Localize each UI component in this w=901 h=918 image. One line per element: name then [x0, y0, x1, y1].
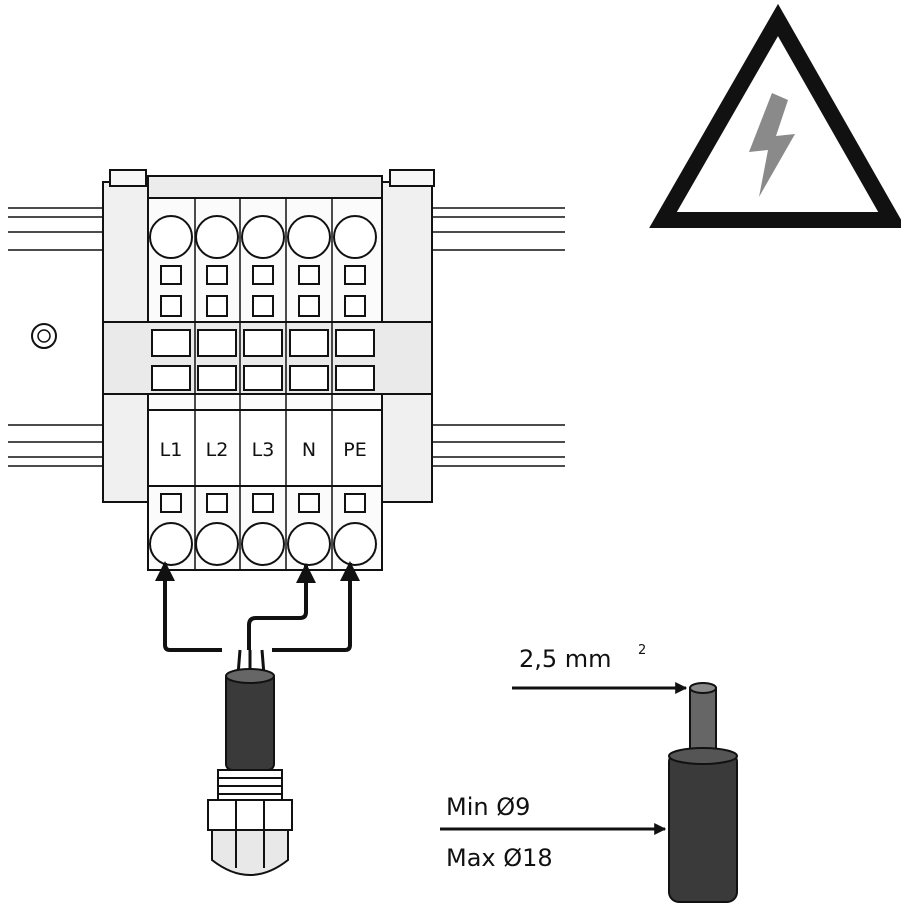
- cable-max-diameter-label: Max Ø18: [446, 844, 553, 872]
- wire-l1: [155, 561, 222, 652]
- conductor-section-callout: 2,5 mm 2: [512, 643, 688, 694]
- terminal-labels: L1 L2 L3 N PE: [160, 439, 367, 461]
- terminal-details: [147, 215, 383, 566]
- cable-spec-icon: [668, 682, 738, 903]
- terminal-label-l1: L1: [160, 439, 183, 461]
- cable-gland-icon: [207, 649, 293, 876]
- wire-routes: [155, 561, 360, 652]
- terminal-separators: [194, 198, 333, 570]
- wire-n: [247, 563, 316, 650]
- terminal-label-n: N: [302, 439, 316, 461]
- conductor-section-superscript: 2: [638, 643, 646, 658]
- cable-min-diameter-label: Min Ø9: [446, 793, 530, 821]
- terminal-label-l2: L2: [206, 439, 229, 461]
- terminal-label-pe: PE: [343, 439, 366, 461]
- cable-diameter-callout: Min Ø9 Max Ø18: [440, 793, 667, 872]
- wire-pe: [272, 561, 360, 652]
- mounting-screw-icon: [31, 323, 57, 349]
- electric-hazard-triangle-icon: [649, 3, 901, 228]
- terminal-label-l3: L3: [252, 439, 275, 461]
- conductor-section-label: 2,5 mm: [519, 645, 612, 673]
- label-separators: [194, 410, 333, 486]
